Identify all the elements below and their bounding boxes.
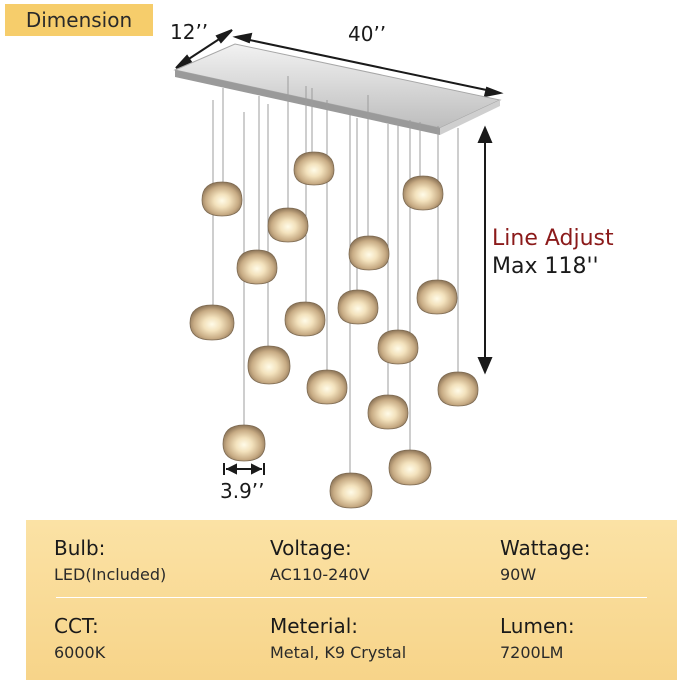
spec-voltage: Voltage: AC110-240V [270, 536, 370, 586]
line-adjust-max: Max 118'' [492, 254, 599, 279]
dimension-tag-label: Dimension [25, 8, 133, 32]
crystal-globe [189, 304, 235, 341]
spec-cct: CCT: 6000K [54, 614, 105, 664]
crystal-globe [222, 424, 266, 462]
specs-divider [56, 597, 647, 598]
spec-value: 7200LM [500, 643, 564, 662]
dimension-tag: Dimension [5, 4, 153, 36]
line-adjust-title: Line Adjust [492, 226, 614, 251]
depth-label: 12’’ [170, 20, 209, 44]
spec-value: Metal, K9 Crystal [270, 643, 407, 662]
spec-value: 6000K [54, 643, 106, 662]
spec-wattage: Wattage: 90W [500, 536, 590, 586]
spec-value: 90W [500, 565, 537, 584]
crystal-globe [306, 369, 348, 405]
spec-key: CCT: [54, 614, 99, 638]
crystal-globe [348, 235, 390, 271]
crystal-globe [416, 279, 458, 315]
spec-key: Lumen: [500, 614, 575, 638]
canopy-plate [173, 43, 502, 135]
crystal-globe [293, 151, 335, 186]
spec-key: Bulb: [54, 536, 106, 560]
crystal-globe [377, 329, 419, 365]
spec-bulb: Bulb: LED(Included) [54, 536, 166, 586]
width-label: 40’’ [348, 22, 387, 46]
line-adjust-arrow [477, 125, 493, 375]
crystal-globe [329, 472, 373, 509]
chandelier-illustration [173, 29, 504, 509]
crystal-globe [388, 449, 432, 486]
spec-key: Voltage: [270, 536, 352, 560]
spec-lumen: Lumen: 7200LM [500, 614, 575, 664]
spec-material: Meterial: Metal, K9 Crystal [270, 614, 406, 664]
specs-panel: Bulb: LED(Included) Voltage: AC110-240V … [26, 520, 677, 680]
spec-value: AC110-240V [270, 565, 370, 584]
width-dimension-arrow [232, 32, 504, 98]
spec-key: Meterial: [270, 614, 359, 638]
crystal-globe [437, 371, 479, 407]
crystal-globe [247, 345, 291, 385]
depth-dimension-arrow [175, 29, 233, 69]
spec-key: Wattage: [500, 536, 591, 560]
globe-width-label: 3.9’’ [220, 479, 265, 503]
globe-width-arrow [223, 463, 265, 475]
crystal-globe [267, 207, 309, 243]
crystal-globe [236, 249, 278, 285]
spec-value: LED(Included) [54, 565, 167, 584]
crystal-globe [284, 301, 326, 337]
crystal-globe [402, 175, 444, 211]
crystal-globe [337, 289, 379, 325]
crystal-globe [367, 394, 409, 430]
crystal-globe [201, 181, 243, 217]
crystal-globes [189, 151, 479, 509]
